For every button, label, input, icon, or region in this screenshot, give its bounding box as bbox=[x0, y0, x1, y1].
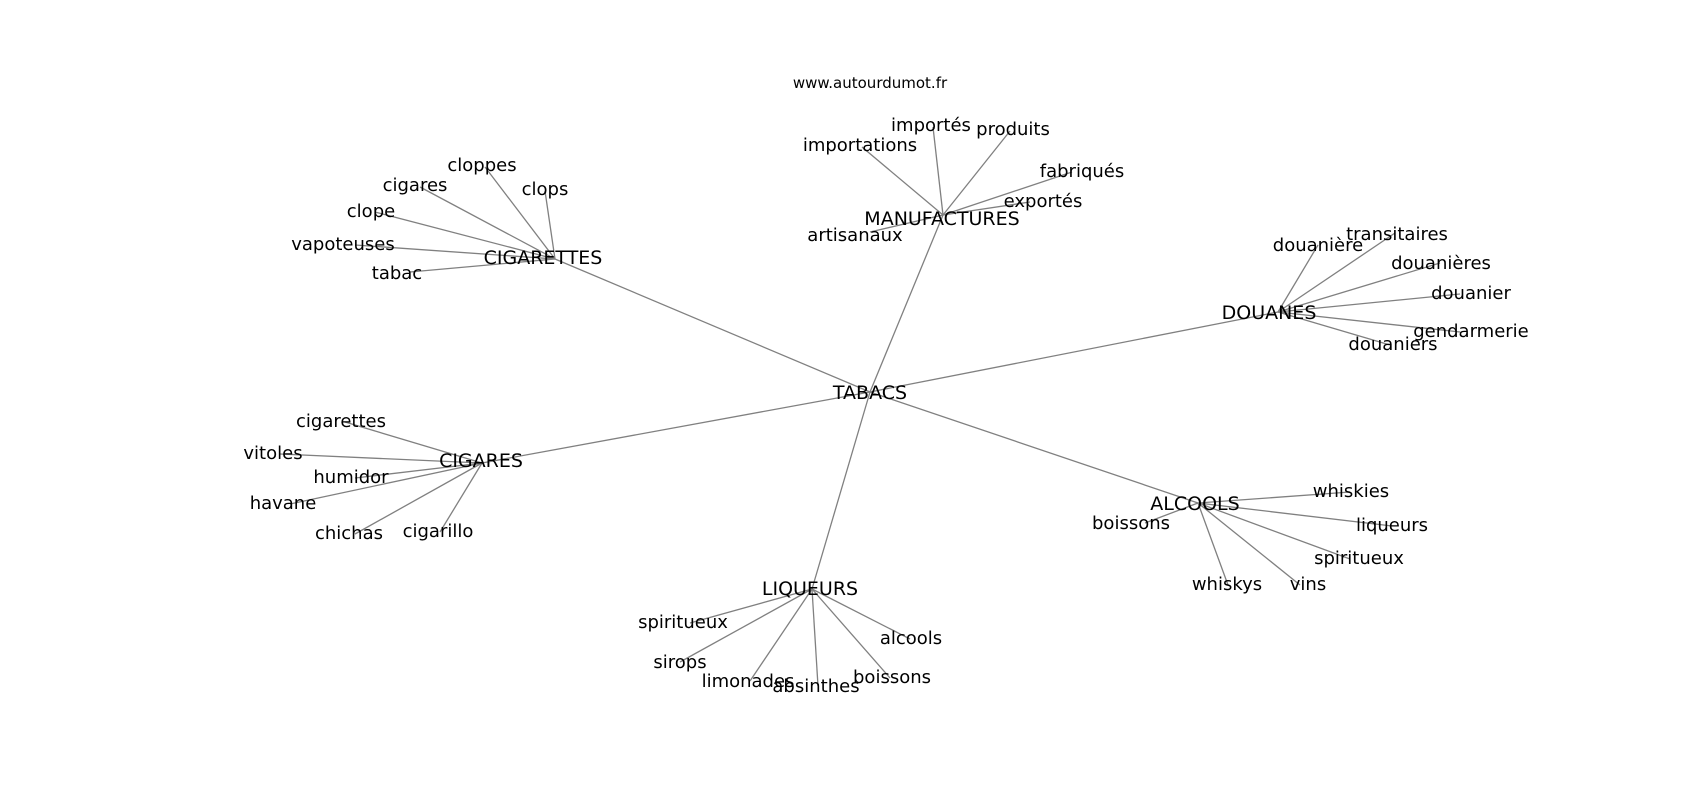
leaf-node-label: cigares bbox=[383, 175, 448, 196]
edge-liqueurs-child bbox=[679, 588, 813, 663]
leaf-node-label: vitoles bbox=[243, 443, 302, 464]
edge-douanes-child bbox=[1277, 293, 1461, 313]
root-node-label: TABACS bbox=[832, 382, 907, 404]
edge-douanes-child bbox=[1277, 244, 1319, 313]
hub-node-cigares: CIGARES bbox=[439, 450, 523, 472]
edge-cigarettes-child bbox=[419, 186, 556, 260]
leaf-node-label: boissons bbox=[853, 667, 931, 688]
edge-douanes-child bbox=[1277, 311, 1391, 346]
edge-root-manufactures bbox=[869, 214, 944, 393]
edge-liqueurs-child bbox=[811, 588, 819, 687]
edge-liqueurs-child bbox=[811, 588, 891, 679]
leaf-node-label: liqueurs bbox=[1356, 515, 1428, 536]
hub-node-alcools: ALCOOLS bbox=[1150, 493, 1239, 515]
edge-manufactures-child bbox=[942, 130, 1011, 216]
leaf-node-label: fabriqués bbox=[1040, 161, 1124, 182]
edge-root-alcools bbox=[869, 391, 1199, 504]
hub-node-liqueurs: LIQUEURS bbox=[762, 578, 858, 600]
edge-douanes-child bbox=[1277, 232, 1396, 313]
edge-alcools-child bbox=[1197, 502, 1393, 527]
hub-node-cigarettes: CIGARETTES bbox=[484, 247, 603, 269]
hub-node-douanes: DOUANES bbox=[1222, 302, 1317, 324]
edge-root-cigares bbox=[481, 391, 871, 464]
leaf-node-label: whiskys bbox=[1192, 574, 1262, 595]
edge-cigares-child bbox=[439, 462, 483, 533]
leaf-node-label: produits bbox=[976, 119, 1050, 140]
edge-liqueurs-child bbox=[689, 588, 813, 624]
leaf-node-label: douanière bbox=[1273, 235, 1363, 256]
leaf-node-label: gendarmerie bbox=[1413, 321, 1529, 342]
leaf-node-label: tabac bbox=[372, 263, 422, 284]
edge-douanes-child bbox=[1277, 311, 1461, 333]
edge-root-douanes bbox=[869, 311, 1279, 393]
leaf-node-label: havane bbox=[250, 493, 317, 514]
leaf-node-label: vins bbox=[1290, 574, 1326, 595]
leaf-node-label: clope bbox=[347, 201, 395, 222]
edge-manufactures-child bbox=[861, 146, 944, 216]
leaf-node-label: clops bbox=[522, 179, 569, 200]
leaf-node-label: limonades bbox=[702, 671, 795, 692]
leaf-node-label: spiritueux bbox=[638, 612, 728, 633]
leaf-node-label: boissons bbox=[1092, 513, 1170, 534]
leaf-node-label: cigarillo bbox=[403, 521, 474, 542]
edge-root-liqueurs bbox=[811, 391, 871, 590]
leaf-node-label: douanier bbox=[1431, 283, 1511, 304]
edge-alcools-child bbox=[1197, 502, 1229, 586]
edge-liqueurs-child bbox=[811, 588, 911, 640]
edge-cigares-child bbox=[344, 421, 483, 464]
leaf-node-label: humidor bbox=[313, 467, 389, 488]
leaf-node-label: spiritueux bbox=[1314, 548, 1404, 569]
edge-liqueurs-child bbox=[749, 588, 813, 682]
edge-manufactures-child bbox=[942, 201, 1031, 216]
edge-cigarettes-child bbox=[374, 211, 556, 260]
leaf-node-label: artisanaux bbox=[807, 225, 903, 246]
edge-cigares-child bbox=[354, 462, 483, 535]
leaf-node-label: absinthes bbox=[772, 676, 859, 697]
hub-node-manufactures: MANUFACTURES bbox=[864, 208, 1019, 230]
edge-cigarettes-child bbox=[354, 244, 556, 260]
edge-cigares-child bbox=[279, 453, 483, 464]
leaf-node-label: cigarettes bbox=[296, 411, 386, 432]
edge-alcools-child bbox=[1197, 491, 1351, 504]
leaf-node-label: transitaires bbox=[1346, 224, 1448, 245]
edge-cigares-child bbox=[354, 462, 483, 479]
leaf-node-label: douanières bbox=[1391, 253, 1491, 274]
edge-root-cigarettes bbox=[554, 258, 871, 393]
leaf-node-label: chichas bbox=[315, 523, 383, 544]
edge-cigares-child bbox=[289, 462, 483, 505]
edges-layer bbox=[279, 126, 1461, 687]
edge-manufactures-child bbox=[942, 171, 1073, 216]
leaf-node-label: exportés bbox=[1004, 191, 1083, 212]
edge-alcools-child bbox=[1197, 502, 1301, 586]
leaf-node-label: douaniers bbox=[1348, 334, 1437, 355]
leaf-node-label: cloppes bbox=[447, 155, 516, 176]
leaf-node-label: importations bbox=[803, 135, 917, 156]
source-url: www.autourdumot.fr bbox=[793, 74, 948, 92]
edge-alcools-child bbox=[1144, 502, 1199, 524]
labels-layer: www.autourdumot.fr TABACS CIGARETTES clopp… bbox=[243, 74, 1528, 697]
edge-cigarettes-child bbox=[484, 166, 556, 260]
leaf-node-label: whiskies bbox=[1313, 481, 1389, 502]
leaf-node-label: importés bbox=[891, 115, 971, 136]
edge-douanes-child bbox=[1277, 262, 1441, 313]
leaf-node-label: sirops bbox=[653, 652, 706, 673]
edge-cigarettes-child bbox=[409, 258, 556, 273]
leaf-node-label: vapoteuses bbox=[291, 234, 395, 255]
leaf-node-label: alcools bbox=[880, 628, 942, 649]
edge-cigarettes-child bbox=[544, 190, 556, 260]
edge-manufactures-child bbox=[932, 126, 944, 216]
edge-alcools-child bbox=[1197, 502, 1351, 560]
edge-manufactures-child bbox=[869, 214, 944, 233]
